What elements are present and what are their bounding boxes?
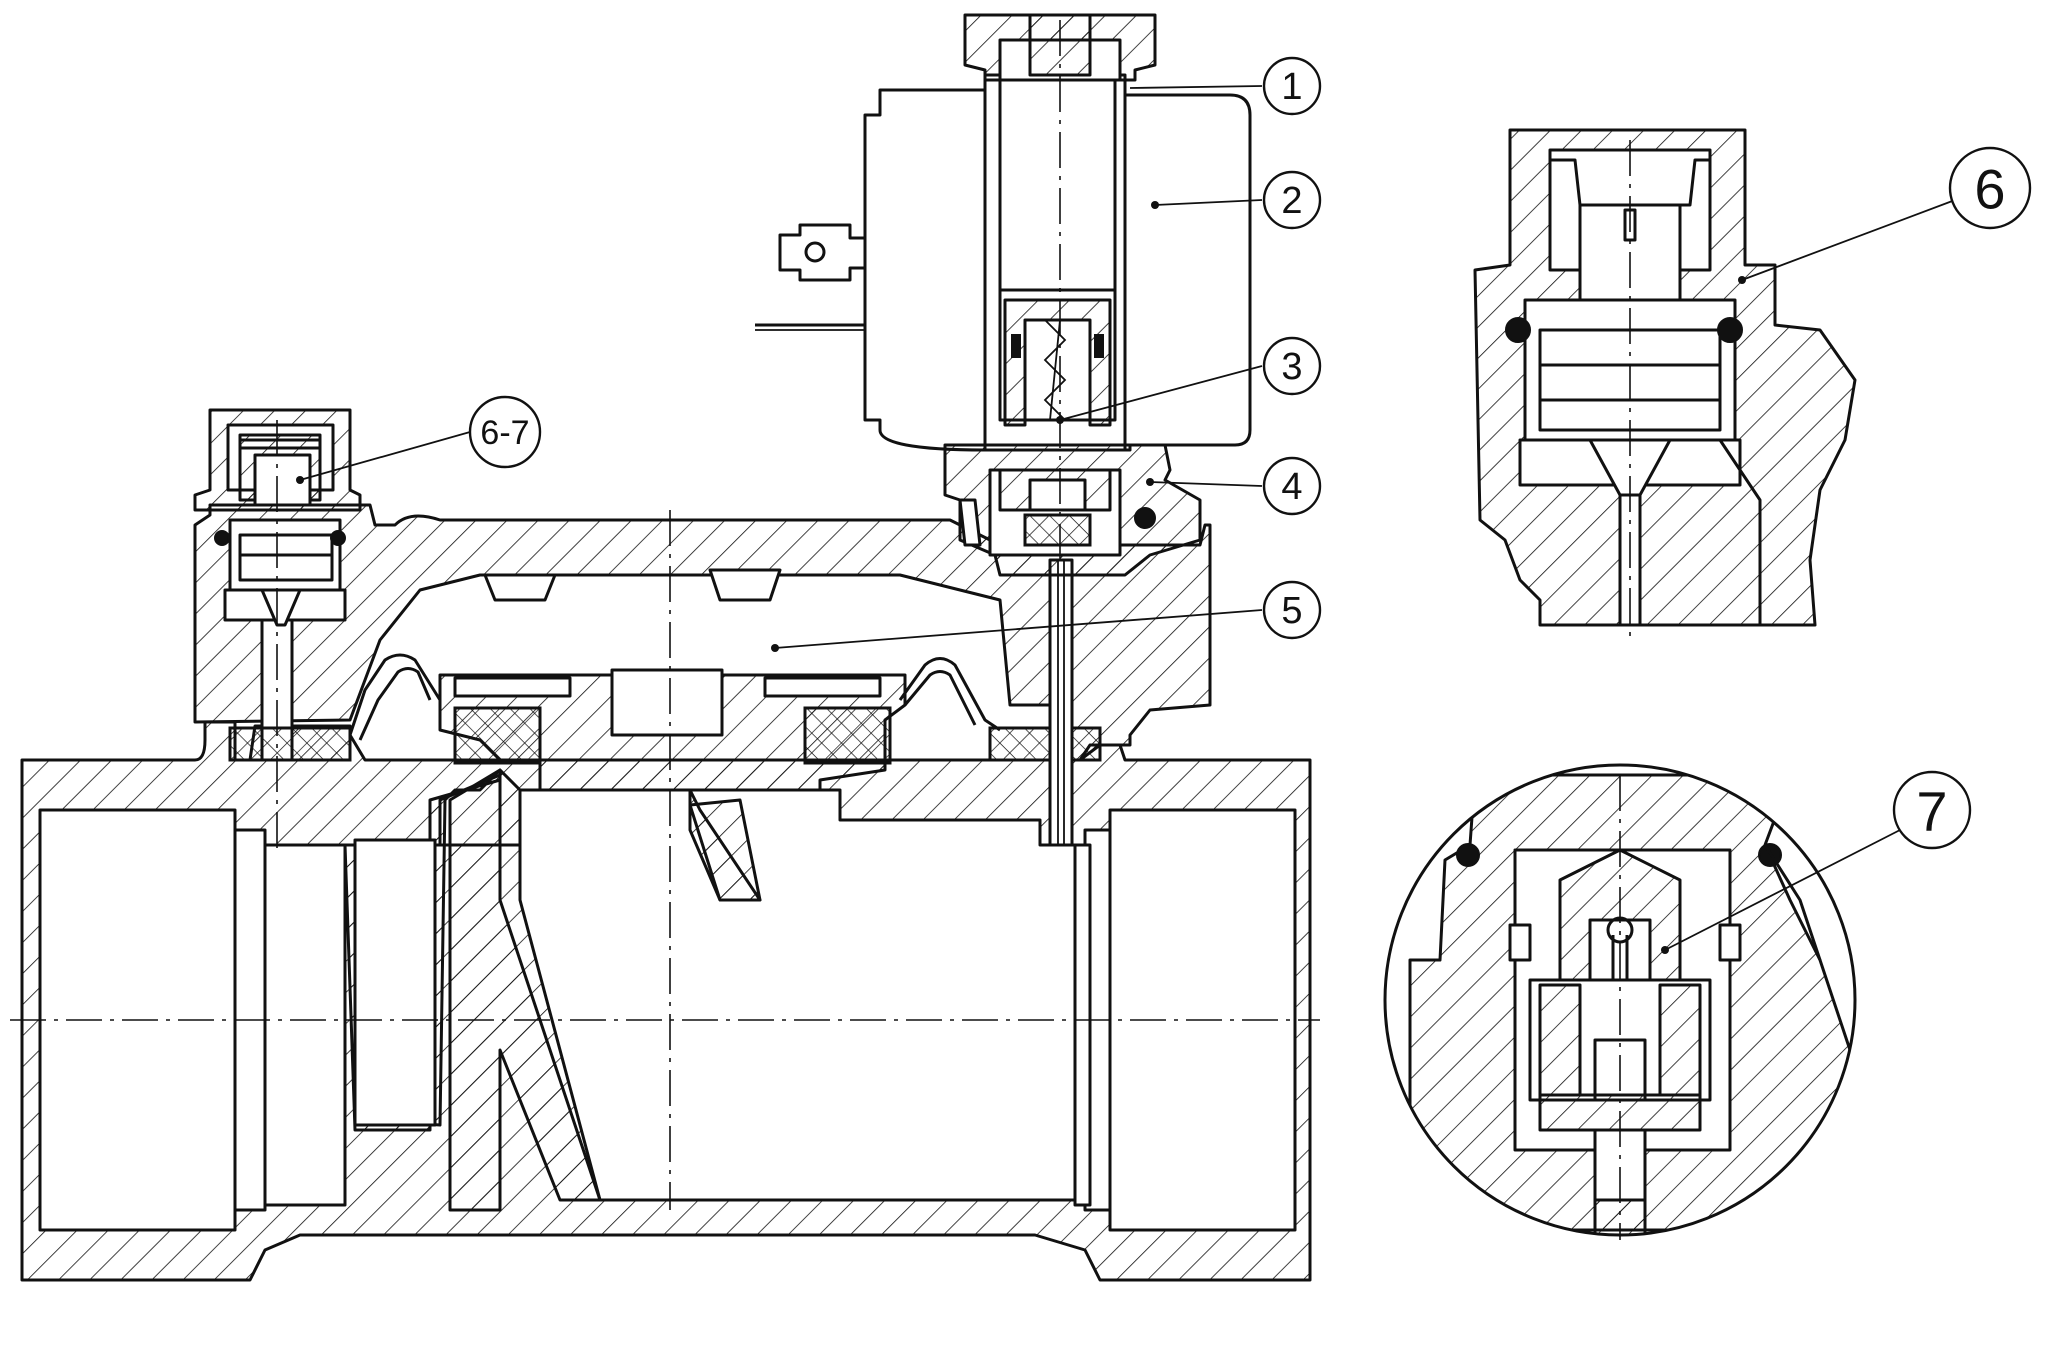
detail-6-view bbox=[1473, 128, 1857, 627]
diaphragm bbox=[348, 653, 1001, 902]
pilot-stem bbox=[1048, 558, 1074, 847]
callout-7-label: 7 bbox=[1916, 780, 1947, 843]
callout-2-label: 2 bbox=[1281, 180, 1302, 222]
pilot-head bbox=[943, 443, 1202, 577]
callout-3-label: 3 bbox=[1281, 346, 1302, 388]
solenoid bbox=[755, 13, 1252, 452]
callout-6-7: 6-7 bbox=[296, 395, 542, 484]
callout-2: 2 bbox=[1151, 170, 1322, 230]
callout-4: 4 bbox=[1146, 456, 1322, 516]
valve-body bbox=[20, 720, 1312, 1282]
callout-5: 5 bbox=[771, 580, 1322, 652]
detail-7-view bbox=[1383, 763, 1857, 1237]
callout-6: 6 bbox=[1738, 146, 2032, 284]
callout-3: 3 bbox=[1056, 336, 1322, 424]
callout-7: 7 bbox=[1661, 770, 1972, 954]
callout-4-label: 4 bbox=[1281, 466, 1302, 508]
callout-1: 1 bbox=[1129, 56, 1322, 116]
callout-5-label: 5 bbox=[1281, 590, 1302, 632]
callout-6-label: 6 bbox=[1974, 158, 2005, 221]
callout-1-label: 1 bbox=[1281, 66, 1302, 108]
callout-6-7-label: 6-7 bbox=[480, 414, 529, 452]
